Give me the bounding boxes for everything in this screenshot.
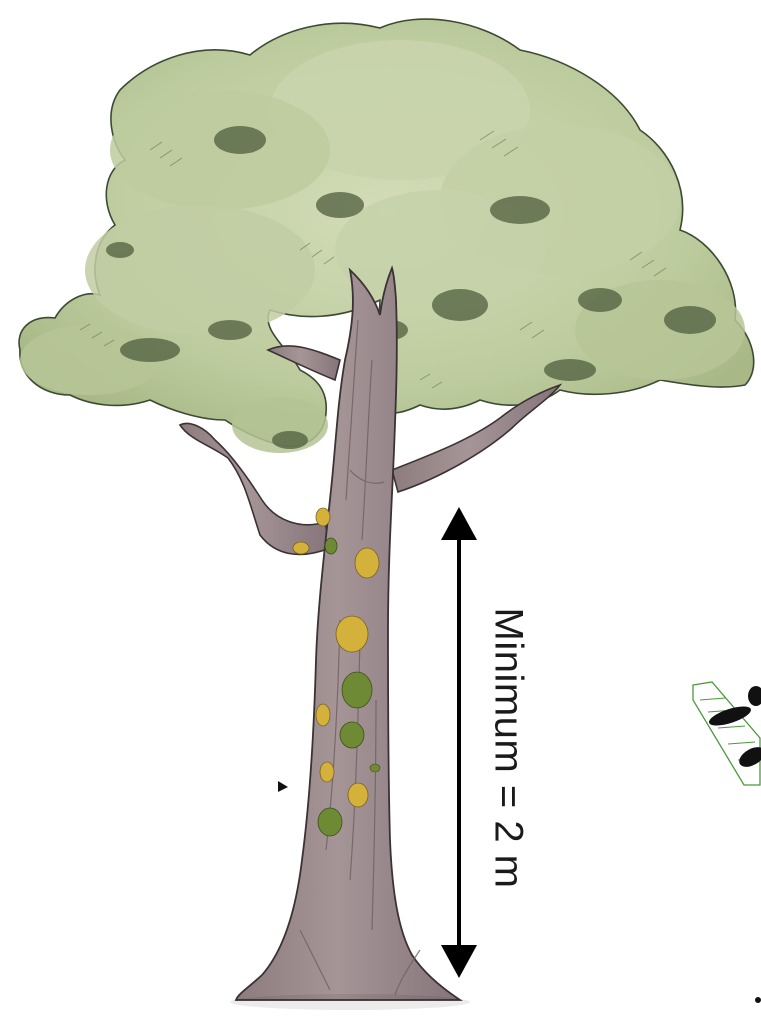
minimum-height-label: Minimum = 2 m (486, 608, 531, 889)
arrow-head-top (441, 507, 477, 540)
height-arrow (441, 507, 477, 978)
canopy-lobe (110, 90, 330, 210)
ground-shadow (230, 994, 470, 1010)
edge-fragment-object (693, 682, 761, 1003)
marker-triangle (278, 781, 288, 792)
arrow-head-bottom (441, 945, 477, 978)
canopy-lobe (85, 205, 315, 335)
